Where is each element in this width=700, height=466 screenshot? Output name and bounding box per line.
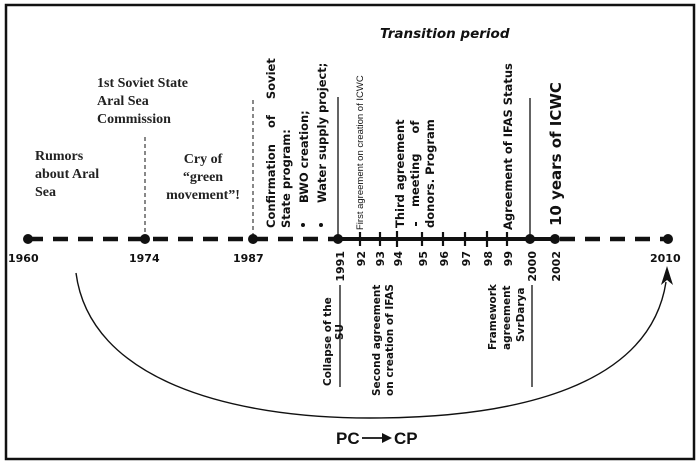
event-green-line1: Cry of — [184, 152, 223, 167]
event-framework-line3: SvrDarya — [515, 288, 527, 343]
timeline-axis — [23, 231, 673, 247]
event-confirmation-water: Water supply project; — [315, 63, 329, 203]
cp-label: CP — [394, 429, 418, 448]
event-second-ifas-line2: on creation of IFAS — [384, 284, 396, 396]
year-label-1974: 1974 — [129, 252, 160, 265]
event-second-ifas-line1: Second agreement — [371, 285, 383, 396]
event-collapse-line2: SU — [334, 324, 346, 340]
year-label-2000: 2000 — [526, 251, 539, 282]
event-framework-line2: agreement — [501, 285, 513, 350]
event-confirmation-line2: State program: — [279, 129, 293, 228]
dot-1991 — [333, 234, 343, 244]
dot-1987 — [248, 234, 258, 244]
transition-arc — [75, 272, 667, 419]
transition-period-title: Transition period — [380, 26, 510, 42]
bullet-icon — [319, 223, 323, 227]
event-rumors-line1: Rumors — [35, 149, 84, 164]
dot-1960 — [23, 234, 33, 244]
event-green-line2: “green — [183, 170, 223, 185]
frame-border — [4, 3, 696, 461]
year-label-92: 92 — [355, 251, 368, 266]
event-confirmation-bwo: BWO creation; — [297, 110, 311, 203]
timeline-dots — [23, 234, 673, 244]
event-10-years-icwc: 10 years of ICWC — [547, 82, 565, 226]
year-label-97: 97 — [460, 251, 473, 266]
year-label-96: 96 — [438, 251, 451, 267]
year-label-1991: 1991 — [334, 251, 347, 282]
event-commission-line1: 1st Soviet State — [97, 76, 188, 91]
year-label-2002: 2002 — [550, 251, 563, 282]
dot-2000 — [525, 234, 535, 244]
dot-2002 — [550, 234, 560, 244]
event-confirmation-line1: Confirmation of Soviet — [264, 58, 278, 228]
year-label-98: 98 — [482, 251, 495, 266]
arrow-right-head-icon — [382, 433, 392, 443]
year-label-95: 95 — [417, 251, 430, 266]
event-collapse-line1: Collapse of the — [322, 297, 334, 386]
event-framework-line1: Framework — [487, 283, 499, 350]
bullet-icon — [301, 223, 305, 227]
event-first-icwc: First agreement on creation of ICWC — [355, 75, 366, 230]
event-third-line1: Third agreement — [393, 119, 407, 228]
event-ifas-status: Agreement of IFAS Status — [501, 63, 515, 230]
event-rumors-line2: about Aral — [35, 167, 99, 182]
dot-1974 — [140, 234, 150, 244]
pc-label: PC — [336, 429, 360, 448]
event-rumors-line3: Sea — [35, 185, 56, 200]
year-label-1987: 1987 — [233, 252, 264, 265]
year-label-93: 93 — [374, 251, 387, 266]
event-third-line2: meeting of — [408, 120, 422, 207]
event-third-line3: donors. Program — [423, 119, 437, 228]
event-green-line3: movement”! — [166, 188, 240, 203]
year-label-99: 99 — [502, 251, 515, 266]
year-label-94: 94 — [392, 251, 405, 267]
year-label-2010: 2010 — [650, 252, 681, 265]
year-ticks — [358, 231, 509, 247]
dot-2010 — [663, 234, 673, 244]
event-commission-line3: Commission — [97, 112, 171, 127]
arc-arrowhead-icon — [661, 266, 673, 285]
event-commission-line2: Aral Sea — [97, 94, 149, 109]
year-label-1960: 1960 — [8, 252, 39, 265]
